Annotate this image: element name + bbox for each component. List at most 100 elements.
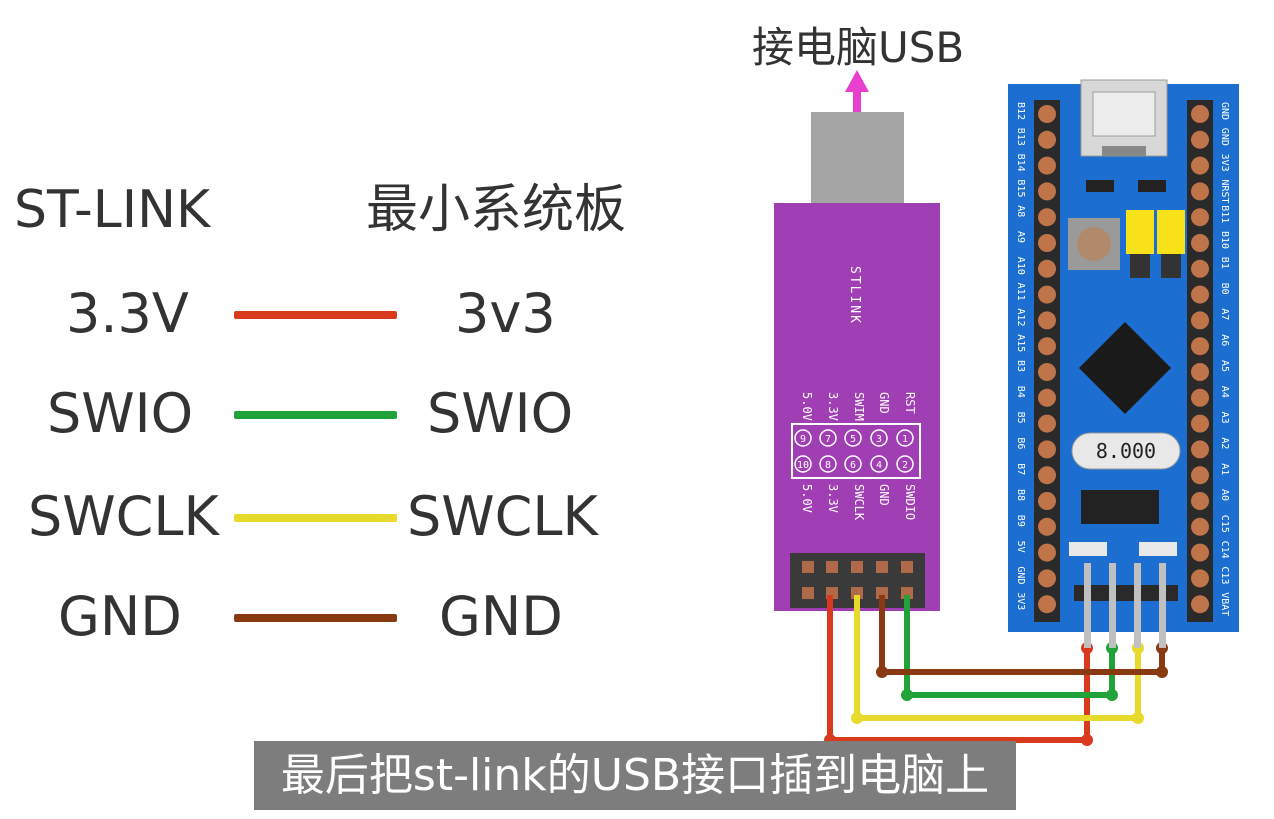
board-header: 最小系统板 bbox=[366, 180, 627, 240]
stlink-pin-box bbox=[791, 423, 921, 479]
stlink-pin-number: 4 bbox=[876, 460, 882, 471]
board-pin-label-right: A2 bbox=[1219, 437, 1230, 449]
stlink-header-pin bbox=[876, 561, 888, 573]
board-pin-label-right: B11 bbox=[1219, 205, 1230, 223]
stlink-pin-label-bottom: 5.0V bbox=[800, 484, 814, 513]
board-pin-right bbox=[1191, 130, 1209, 149]
board-pin-left bbox=[1038, 130, 1056, 149]
stlink-pin-number: 5 bbox=[850, 434, 856, 445]
stlink-pin-number: 3 bbox=[876, 434, 882, 445]
board-pin-left bbox=[1038, 543, 1056, 562]
wires bbox=[827, 595, 1165, 743]
stlink-pin-label-top: SWIM bbox=[852, 392, 866, 421]
board-pin-label-left: A11 bbox=[1015, 283, 1026, 301]
stlink-header-pins bbox=[802, 561, 913, 599]
board-pin-left bbox=[1038, 440, 1056, 459]
board-pin-label-right: A0 bbox=[1219, 489, 1230, 501]
board-pin-label-right: A6 bbox=[1219, 334, 1230, 346]
board-pin-right bbox=[1191, 285, 1209, 304]
board-pin-label-left: B3 bbox=[1015, 360, 1026, 372]
board-pin-label-right: C14 bbox=[1219, 541, 1230, 559]
stlink-pin-circle bbox=[896, 429, 914, 447]
board-pin-label-right: VBAT bbox=[1219, 592, 1230, 616]
legend-to-3v3: 3v3 bbox=[455, 282, 556, 345]
board-pin-right bbox=[1191, 234, 1209, 252]
stlink-header-pin bbox=[802, 561, 814, 573]
board-pin-label-left: B8 bbox=[1015, 489, 1026, 501]
board-pin-left bbox=[1038, 466, 1056, 485]
board-pin-label-left: A9 bbox=[1015, 231, 1026, 243]
stlink-header: ST-LINK bbox=[14, 180, 211, 240]
board-pin-label-right: B0 bbox=[1219, 283, 1230, 295]
legend-from-swclk: SWCLK bbox=[28, 485, 219, 548]
board-pin-label-right: GND bbox=[1219, 102, 1230, 120]
legend-wire-yellow bbox=[234, 514, 397, 522]
board-pin-right bbox=[1191, 208, 1209, 227]
stlink-pin-label-top: 5.0V bbox=[800, 392, 814, 421]
board-pin-label-left: B4 bbox=[1015, 386, 1026, 398]
board-pin-label-right: A5 bbox=[1219, 360, 1230, 372]
board-pin-left bbox=[1038, 569, 1056, 588]
stlink-header-pin bbox=[826, 561, 838, 573]
board-pin-label-left: 3V3 bbox=[1015, 592, 1026, 610]
board-pin-right bbox=[1191, 517, 1209, 536]
board-pin-label-right: B10 bbox=[1219, 231, 1230, 249]
legend-wire-brown bbox=[234, 614, 397, 622]
stlink-pin-number: 1 bbox=[902, 434, 908, 445]
board-pins bbox=[1038, 105, 1209, 614]
board-crystal: 8.000 bbox=[1071, 432, 1181, 470]
board-pin-label-right: A7 bbox=[1219, 308, 1230, 320]
board-pin-label-right: NRST bbox=[1219, 179, 1230, 203]
stlink-body bbox=[774, 203, 940, 611]
stlink-pin-number: 10 bbox=[797, 460, 809, 471]
stlink-pin-circle bbox=[844, 455, 862, 473]
board-pin-left bbox=[1038, 337, 1056, 356]
stlink-header-pin bbox=[851, 561, 863, 573]
board-pin-label-left: B6 bbox=[1015, 437, 1026, 449]
stlink-pin-label-top: 3.3V bbox=[826, 392, 840, 421]
board-pin-label-left: B5 bbox=[1015, 412, 1026, 424]
board-pin-right bbox=[1191, 388, 1209, 407]
stlink-pin-circle bbox=[870, 455, 888, 473]
legend-from-gnd: GND bbox=[58, 585, 182, 648]
board-pin-right bbox=[1191, 105, 1209, 123]
stlink-header-pin bbox=[802, 587, 814, 599]
wire-yellow bbox=[854, 595, 1141, 721]
board-pin-label-left: A8 bbox=[1015, 205, 1026, 217]
stlink-pin-number: 2 bbox=[902, 460, 908, 471]
stlink-pin-number: 9 bbox=[800, 434, 806, 445]
usb-label: 接电脑USB bbox=[752, 23, 965, 72]
board-pin-left bbox=[1038, 182, 1056, 201]
board-swd-header bbox=[1074, 563, 1178, 648]
svg-text:8.000: 8.000 bbox=[1096, 439, 1156, 463]
board-pin-left bbox=[1038, 259, 1056, 278]
board-pin-label-left: B13 bbox=[1015, 128, 1026, 146]
legend-wire-green bbox=[234, 411, 397, 419]
board-pin-right bbox=[1191, 466, 1209, 485]
board-pin-label-left: B9 bbox=[1015, 515, 1026, 527]
legend-to-gnd: GND bbox=[439, 585, 563, 648]
board-pin-label-left: A12 bbox=[1015, 308, 1026, 326]
stlink-pin-label-bottom: 3.3V bbox=[826, 484, 840, 513]
board-reset-button bbox=[1068, 218, 1120, 270]
stlink-header-pin bbox=[901, 561, 913, 573]
board-pin-right bbox=[1191, 492, 1209, 510]
board-pin-right bbox=[1191, 414, 1209, 433]
legend-from-3v3: 3.3V bbox=[66, 282, 189, 345]
board-pin-label-left: GND bbox=[1015, 566, 1026, 584]
board-pin-left bbox=[1038, 517, 1056, 536]
board-pin-label-right: C15 bbox=[1219, 515, 1230, 533]
stlink-pin-circle bbox=[870, 429, 888, 447]
board-pin-right bbox=[1191, 337, 1209, 356]
stlink-pin-circle bbox=[896, 455, 914, 473]
stlink-name: STLINK bbox=[847, 266, 862, 325]
board-pin-left bbox=[1038, 156, 1056, 175]
board-pin-left bbox=[1038, 311, 1056, 330]
legend-wire-red bbox=[234, 311, 397, 319]
board-pin-label-left: A10 bbox=[1015, 257, 1026, 275]
stlink-pin-number: 8 bbox=[825, 460, 831, 471]
board-pin-label-right: GND bbox=[1219, 128, 1230, 146]
